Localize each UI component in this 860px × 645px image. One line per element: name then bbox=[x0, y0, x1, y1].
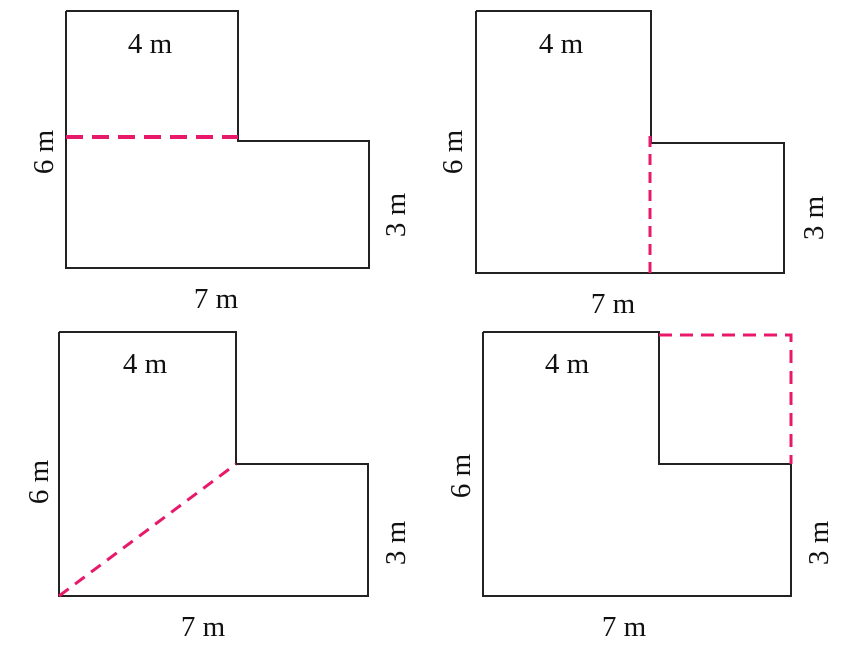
right-length-label: 3 m bbox=[380, 520, 412, 565]
right-length-label: 3 m bbox=[798, 195, 830, 240]
top-length-label: 4 m bbox=[545, 348, 590, 380]
l-shape-outline bbox=[482, 331, 792, 597]
right-length-label: 3 m bbox=[803, 520, 835, 565]
right-length-label: 3 m bbox=[380, 192, 412, 237]
left-length-label: 6 m bbox=[437, 129, 469, 174]
l-shape-outline bbox=[65, 10, 370, 269]
left-length-label: 6 m bbox=[28, 129, 60, 174]
top-length-label: 4 m bbox=[539, 28, 584, 60]
figure-3: 4 m 6 m 3 m 7 m bbox=[23, 331, 412, 643]
bottom-length-label: 7 m bbox=[602, 611, 647, 643]
figure-2: 4 m 6 m 3 m 7 m bbox=[437, 10, 830, 320]
l-shape-outline bbox=[58, 331, 369, 597]
bottom-length-label: 7 m bbox=[591, 288, 636, 320]
bottom-length-label: 7 m bbox=[181, 611, 226, 643]
figure-1: 4 m 6 m 3 m 7 m bbox=[28, 10, 412, 315]
top-length-label: 4 m bbox=[128, 28, 173, 60]
left-length-label: 6 m bbox=[445, 453, 477, 498]
bottom-length-label: 7 m bbox=[194, 283, 239, 315]
left-length-label: 6 m bbox=[23, 459, 55, 504]
l-shape-outline bbox=[475, 10, 785, 274]
top-length-label: 4 m bbox=[123, 348, 168, 380]
completion-cut-line bbox=[659, 333, 793, 464]
figure-4: 4 m 6 m 3 m 7 m bbox=[445, 331, 835, 643]
diagonal-cut-line bbox=[58, 462, 237, 598]
